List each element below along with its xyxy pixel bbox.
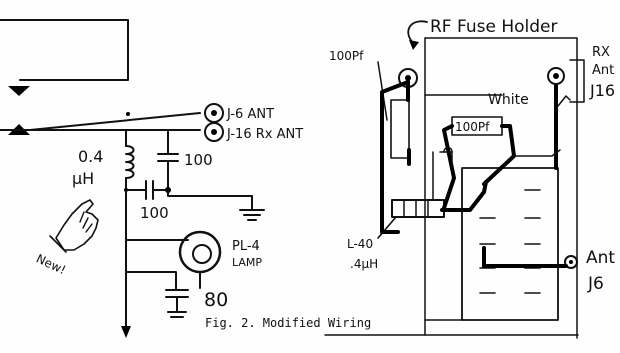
inductor-0-4uh <box>125 129 135 191</box>
fuse-holder-arrowhead <box>409 40 419 50</box>
pointing-hand-icon <box>49 199 99 253</box>
white-wire-label: White <box>488 92 529 108</box>
j16-rx-ant-label: J-16 Rx ANT <box>226 127 303 142</box>
rx-ant-label-3: J16 <box>589 81 615 100</box>
ant-j6-label-1: Ant <box>586 248 615 268</box>
j6-ant-label: J-6 ANT <box>226 107 274 122</box>
figure-caption: Fig. 2. Modified Wiring <box>205 316 371 330</box>
ground-wire <box>167 189 265 221</box>
capacitor-100-series <box>124 180 171 200</box>
rx-ant-label-1: RX <box>592 45 610 60</box>
cap-series-label: 100 <box>140 204 169 222</box>
capacitor-100-top <box>157 129 179 191</box>
lamp-name-label: PL-4 <box>232 239 260 254</box>
ant-jack-j6 <box>564 255 578 269</box>
jack-j6-symbol <box>204 103 224 123</box>
cap-top-label: 100 <box>184 151 213 169</box>
chassis-outline <box>324 37 579 339</box>
relay-contacts <box>0 86 201 135</box>
coil-value-label: .4µH <box>350 257 378 271</box>
jack-j16-symbol <box>204 122 224 142</box>
relay-contact-block <box>461 167 559 321</box>
output-arrow <box>121 271 131 338</box>
cap-100pf-left-label: 100Pf <box>329 49 364 63</box>
thick-wiring <box>380 80 568 268</box>
relay-box <box>0 19 129 81</box>
inductor-unit-label: µH <box>72 169 94 188</box>
lamp-sub-label: LAMP <box>232 256 262 269</box>
capacitor-80 <box>165 289 189 318</box>
thin-wiring <box>432 95 571 201</box>
cap-bottom-label: 80 <box>204 289 228 311</box>
inductor-value-label: 0.4 <box>78 147 103 166</box>
ant-j6-label-2: J6 <box>587 274 604 294</box>
new-tag-label: New! <box>34 251 68 277</box>
rf-fuse-holder-label: RF Fuse Holder <box>430 17 557 37</box>
coil-name-label: L-40 <box>347 237 373 251</box>
rx-ant-label-2: Ant <box>592 63 614 78</box>
cap-100pf-mid-label: 100Pf <box>455 120 490 134</box>
lamp-pl4 <box>125 189 222 291</box>
